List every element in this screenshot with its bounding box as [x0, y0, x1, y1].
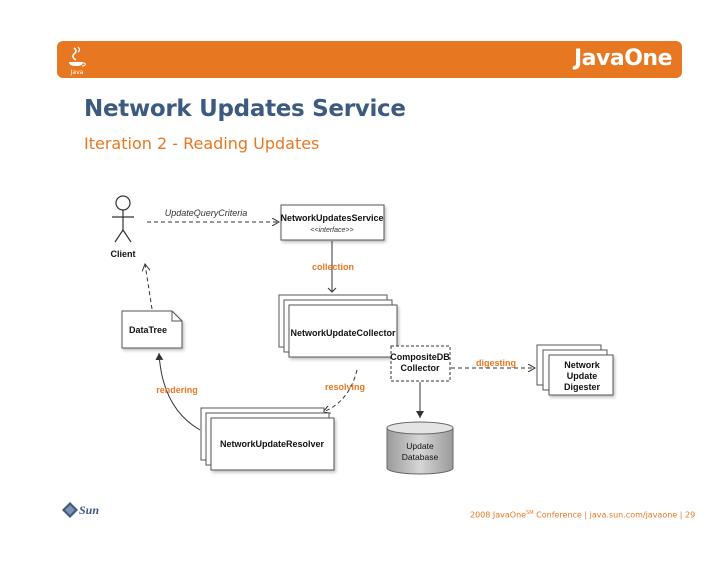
- digester-line2: Update: [567, 371, 598, 381]
- actor-head: [115, 195, 131, 211]
- database-line2: Database: [402, 452, 439, 462]
- actor-leg-right: [122, 229, 132, 243]
- rendering-arrow: [155, 352, 201, 431]
- footer-year: 2008 JavaOne: [470, 510, 527, 520]
- service-stereotype: <<interface>>: [310, 227, 353, 234]
- javaone-brand: JavaOne: [573, 46, 673, 71]
- composite-line2: Collector: [400, 363, 440, 373]
- actor-label: Client: [110, 249, 135, 259]
- rendering-label: rendering: [156, 385, 198, 395]
- datatree-to-client-arrow: [145, 264, 153, 310]
- resolving-arrow: [323, 369, 358, 412]
- datatree-document: DataTree: [121, 310, 183, 349]
- resolver-name: NetworkUpdateResolver: [220, 439, 325, 449]
- network-update-collector-stack: NetworkUpdateCollector: [278, 294, 398, 358]
- sun-text: Sun: [79, 502, 100, 517]
- page-subtitle: Iteration 2 - Reading Updates: [84, 134, 320, 153]
- resolving-label: resolving: [325, 382, 365, 392]
- footer-rest: Conference | java.sun.com/javaone | 29: [533, 510, 696, 520]
- query-label: UpdateQueryCriteria: [165, 208, 248, 218]
- header-banner: Java JavaOne: [57, 41, 682, 78]
- datatree-label: DataTree: [129, 325, 167, 335]
- digester-line1: Network: [564, 360, 601, 370]
- digester-line3: Digester: [564, 382, 601, 392]
- collection-arrowhead: [327, 287, 337, 293]
- java-logo-text: Java: [70, 69, 84, 76]
- digesting-label: digesting: [476, 358, 516, 368]
- network-update-resolver-stack: NetworkUpdateResolver: [200, 407, 335, 471]
- collector-name: NetworkUpdateCollector: [290, 328, 396, 338]
- footer-sup: SM: [526, 510, 534, 516]
- service-name: NetworkUpdatesService: [280, 213, 383, 223]
- footer-conference: 2008 JavaOneSM Conference | java.sun.com…: [470, 510, 695, 520]
- composite-line1: CompositeDB: [390, 352, 450, 362]
- composite-db-collector-box: CompositeDB Collector: [390, 345, 451, 382]
- page-title: Network Updates Service: [84, 96, 406, 122]
- sun-diamond-icon: [62, 502, 78, 518]
- database-line1: Update: [406, 441, 434, 451]
- collection-label: collection: [312, 262, 354, 272]
- network-updates-service-box: NetworkUpdatesService <<interface>>: [280, 204, 385, 241]
- actor-leg-left: [114, 229, 124, 243]
- network-update-digester-stack: Network Update Digester: [536, 344, 614, 396]
- update-database-cylinder: Update Database: [386, 421, 454, 475]
- client-actor: Client: [110, 195, 136, 259]
- sun-logo: Sun: [62, 502, 99, 518]
- java-logo: Java: [65, 44, 89, 76]
